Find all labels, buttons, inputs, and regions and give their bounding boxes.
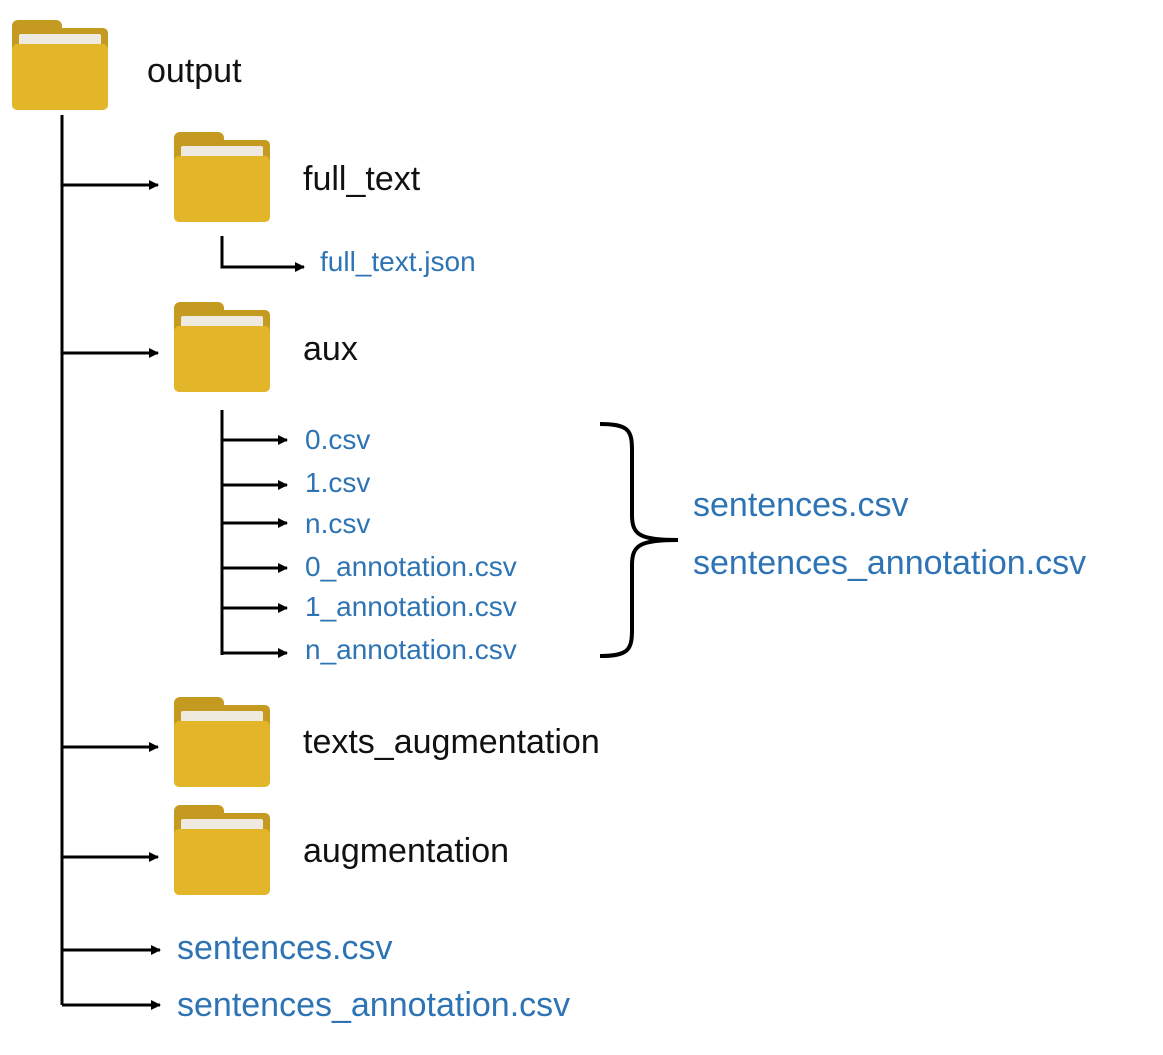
folder-icon[interactable]	[172, 130, 272, 226]
merged-file[interactable]: sentences.csv	[693, 486, 909, 524]
folder-icon[interactable]	[172, 803, 272, 899]
texts-augmentation-folder-label: texts_augmentation	[303, 723, 600, 761]
aux-file-item[interactable]: 0_annotation.csv	[305, 551, 517, 582]
full-text-file[interactable]: full_text.json	[320, 246, 476, 277]
aux-file-item[interactable]: n_annotation.csv	[305, 634, 517, 665]
aux-folder-label: aux	[303, 330, 358, 368]
merged-file[interactable]: sentences_annotation.csv	[693, 544, 1087, 582]
full-text-folder-label: full_text	[303, 160, 421, 198]
folder-icon[interactable]	[172, 300, 272, 396]
aux-file-item[interactable]: 0.csv	[305, 424, 371, 455]
aux-file-item[interactable]: 1_annotation.csv	[305, 591, 517, 622]
right-curly-brace	[599, 422, 679, 658]
root-file-item[interactable]: sentences_annotation.csv	[177, 986, 571, 1024]
full-text-child-connector	[220, 236, 305, 272]
root-file-item[interactable]: sentences.csv	[177, 929, 393, 967]
folder-icon[interactable]	[172, 695, 272, 791]
aux-file-item[interactable]: 1.csv	[305, 467, 371, 498]
aux-file-item[interactable]: n.csv	[305, 508, 371, 539]
folder-icon[interactable]	[10, 18, 110, 114]
augmentation-folder-label: augmentation	[303, 832, 510, 870]
root-folder-label: output	[147, 52, 242, 90]
